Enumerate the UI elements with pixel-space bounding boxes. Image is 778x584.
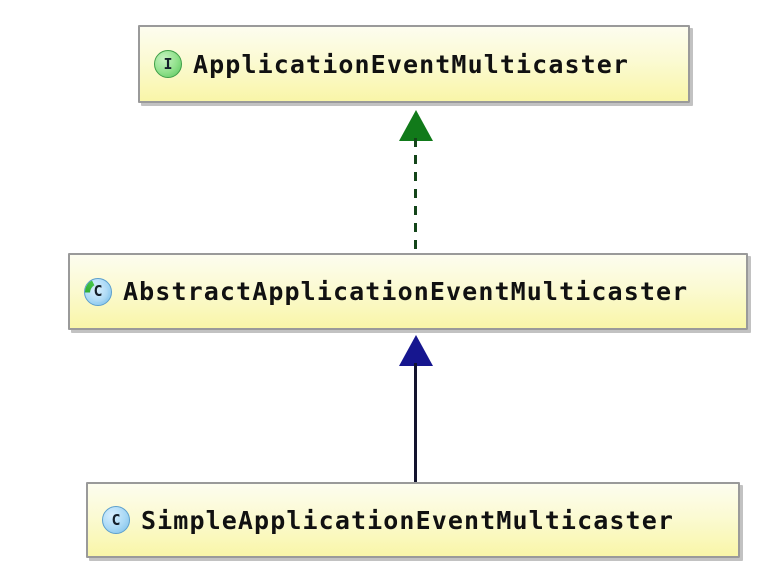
realization-dashed-line xyxy=(414,138,417,255)
uml-node-application-event-multicaster[interactable]: I ApplicationEventMulticaster xyxy=(138,25,690,103)
inheritance-arrowhead-icon xyxy=(399,335,433,366)
abstract-class-icon: C xyxy=(84,277,112,306)
uml-node-abstract-application-event-multicaster[interactable]: C AbstractApplicationEventMulticaster xyxy=(68,253,748,330)
realization-arrowhead-icon xyxy=(399,110,433,141)
uml-node-label: ApplicationEventMulticaster xyxy=(193,49,630,79)
uml-node-label: AbstractApplicationEventMulticaster xyxy=(123,277,689,306)
uml-node-label: SimpleApplicationEventMulticaster xyxy=(141,505,674,535)
class-icon: C xyxy=(102,506,130,534)
interface-icon-glyph: I xyxy=(163,54,173,73)
inheritance-solid-line xyxy=(414,363,417,484)
class-icon-glyph: C xyxy=(111,510,121,529)
uml-node-simple-application-event-multicaster[interactable]: C SimpleApplicationEventMulticaster xyxy=(86,482,740,558)
abstract-class-inner-disc xyxy=(90,283,108,302)
abstract-class-icon-glyph: C xyxy=(93,282,103,300)
interface-icon: I xyxy=(154,50,182,78)
